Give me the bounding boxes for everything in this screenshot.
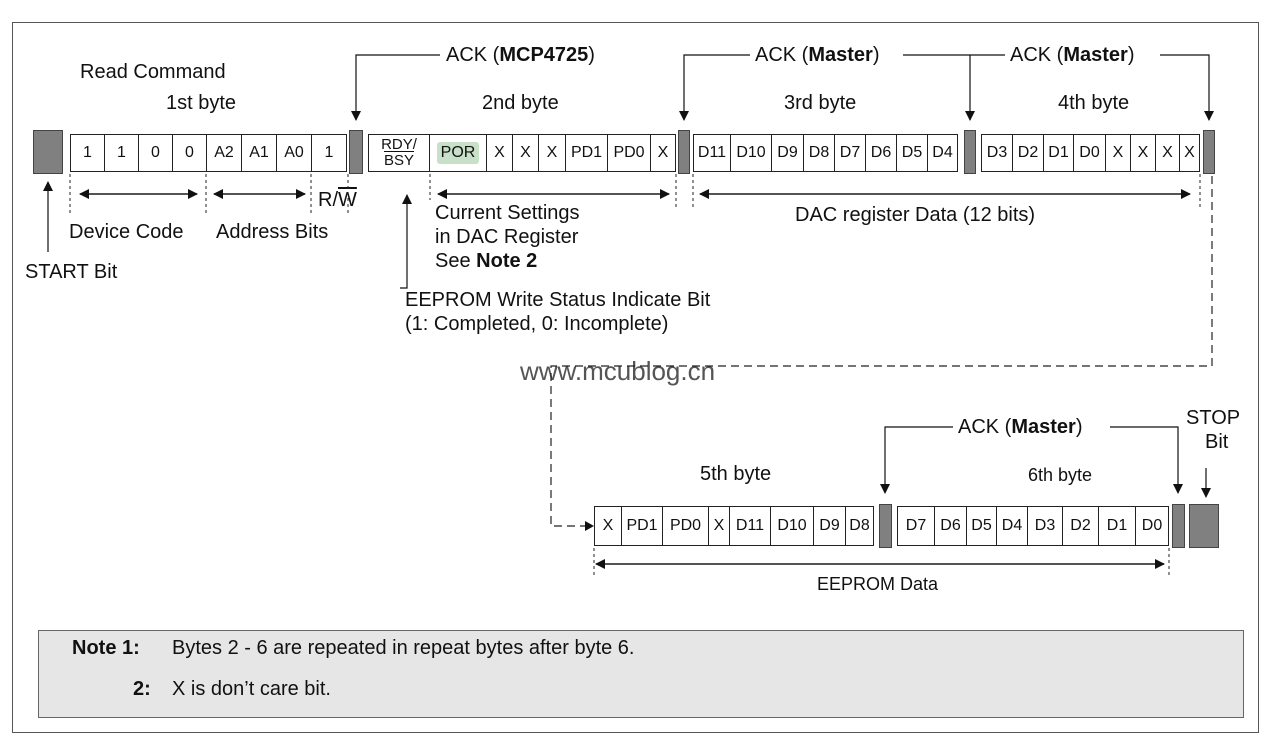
current-settings-1: Current Settings: [435, 202, 580, 224]
byte6-bit: D7: [897, 506, 935, 546]
byte1-bit: 1: [70, 134, 105, 172]
byte5-bit: D9: [813, 506, 846, 546]
rw-label: R/W: [318, 189, 357, 211]
eeprom-status-label-2: (1: Completed, 0: Incomplete): [405, 313, 669, 335]
byte6-label: 6th byte: [1028, 465, 1093, 485]
ack-box-3: [964, 130, 976, 174]
byte6-bit: D2: [1062, 506, 1099, 546]
byte5-bit: X: [594, 506, 622, 546]
stop-label-bit: Bit: [1205, 431, 1229, 453]
byte2-bit: X: [486, 134, 513, 172]
byte3-bit: D7: [834, 134, 866, 172]
byte2-label: 2nd byte: [482, 92, 559, 114]
byte3-bit: D4: [927, 134, 958, 172]
byte5-bit: D11: [729, 506, 771, 546]
byte3-label: 3rd byte: [784, 92, 857, 114]
note2-label: 2:: [133, 678, 151, 700]
note1-text: Bytes 2 - 6 are repeated in repeat bytes…: [172, 637, 635, 659]
byte2-bit: PD1: [565, 134, 608, 172]
byte2-bit: PD0: [607, 134, 651, 172]
address-bits-label: Address Bits: [216, 221, 329, 243]
dac-data-label: DAC register Data (12 bits): [795, 204, 1036, 226]
ack-master-label-1: ACK (Master): [755, 44, 880, 66]
byte1-bit: 0: [172, 134, 207, 172]
byte4-bit: X: [1179, 134, 1200, 172]
current-settings-2: in DAC Register: [435, 226, 579, 248]
start-bit-label: START Bit: [25, 261, 118, 283]
title: Read Command: [80, 61, 226, 83]
byte3-bit: D11: [693, 134, 731, 172]
ack-box-2: [678, 130, 690, 174]
ack-box-1: [349, 130, 363, 174]
eeprom-data-label: EEPROM Data: [817, 574, 939, 594]
por-bit: POR: [429, 134, 487, 172]
rdy-bsy-bit: RDY/BSY: [368, 134, 430, 172]
byte5-bit: D8: [845, 506, 874, 546]
ack-master-label-2: ACK (Master): [1010, 44, 1135, 66]
stop-label: STOP: [1186, 407, 1241, 429]
byte3-bit: D10: [730, 134, 772, 172]
current-settings-3: See Note 2: [435, 250, 538, 272]
ack-mcp-label: ACK (MCP4725): [446, 44, 595, 66]
byte4-bit: D1: [1043, 134, 1074, 172]
byte6-bit: D5: [966, 506, 997, 546]
byte1-bit: 0: [138, 134, 173, 172]
note2-text: X is don’t care bit.: [172, 678, 331, 700]
eeprom-status-label-1: EEPROM Write Status Indicate Bit: [405, 289, 711, 311]
byte6-bit: D6: [934, 506, 967, 546]
byte1-bit: A0: [276, 134, 312, 172]
byte4-bit: D0: [1073, 134, 1106, 172]
ack-box-4: [1203, 130, 1215, 174]
byte4-bit: X: [1105, 134, 1131, 172]
watermark: www.mcublog.cn: [520, 356, 716, 386]
byte6-bit: D1: [1098, 506, 1136, 546]
byte2-bit: X: [650, 134, 676, 172]
byte1-bit: A2: [206, 134, 242, 172]
start-bit-box: [33, 130, 63, 174]
byte4-label: 4th byte: [1058, 92, 1130, 114]
ack-master-label-3: ACK (Master): [958, 416, 1083, 438]
device-code-label: Device Code: [69, 221, 184, 243]
byte3-bit: D5: [896, 134, 928, 172]
byte6-bit: D0: [1135, 506, 1169, 546]
ack-box-5: [879, 504, 892, 548]
byte5-label: 5th byte: [700, 463, 772, 485]
stop-bit-box: [1189, 504, 1219, 548]
byte4-bit: D3: [981, 134, 1013, 172]
nack-box: [1172, 504, 1185, 548]
note1-label: Note 1:: [72, 637, 140, 659]
diagram-frame: [12, 22, 1259, 733]
byte1-bit: 1: [311, 134, 347, 172]
notes-box: [38, 630, 1244, 718]
byte5-bit: PD0: [662, 506, 709, 546]
byte1-label: 1st byte: [166, 92, 237, 114]
